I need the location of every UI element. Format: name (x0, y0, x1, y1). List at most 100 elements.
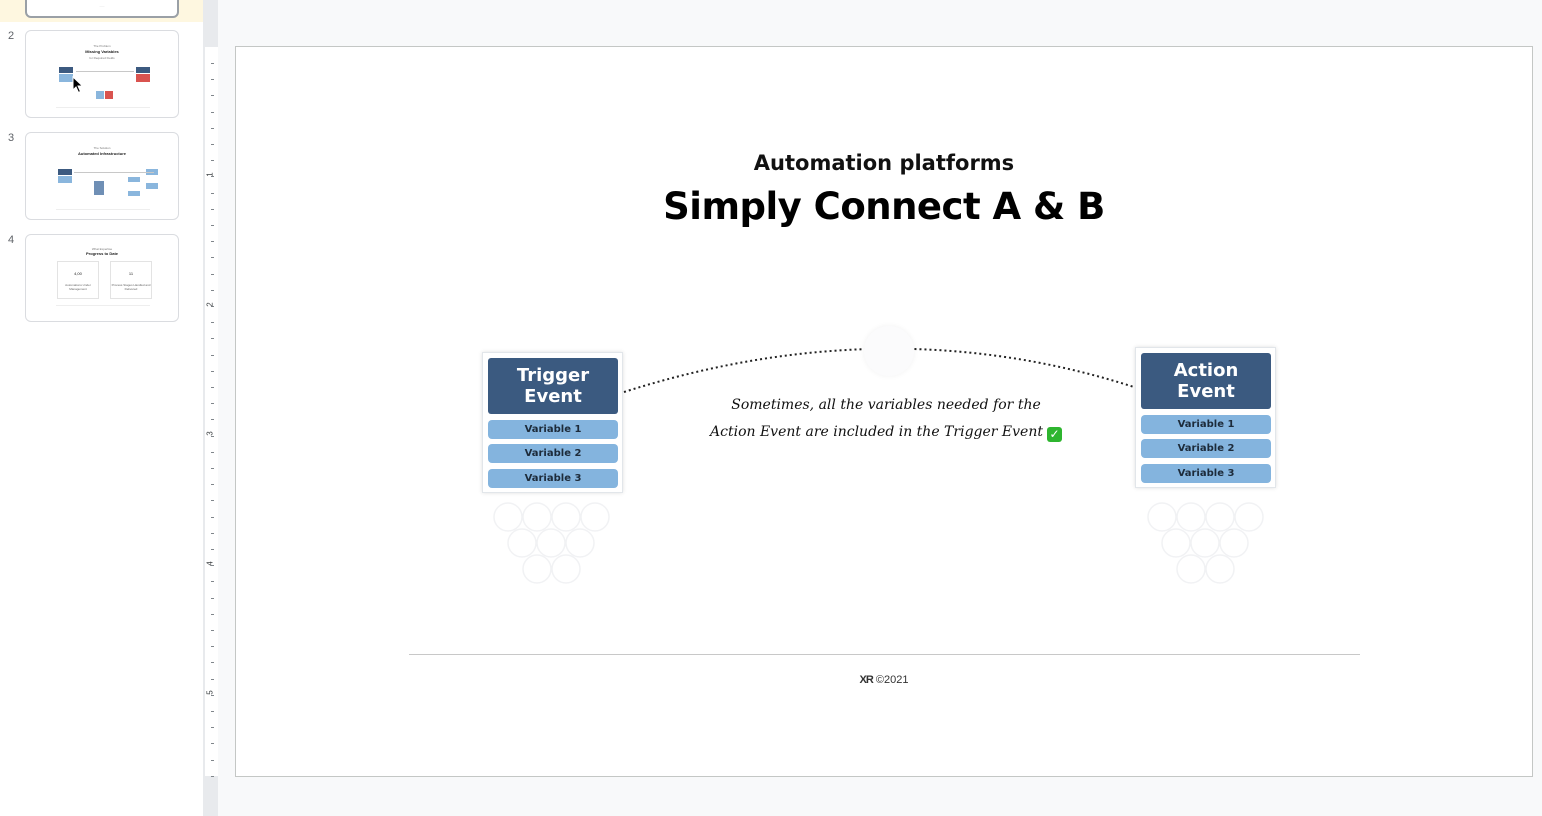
filmstrip-slide-3[interactable]: 3 The Solution Automated Infrastructure (0, 132, 203, 224)
thumb3-center-stack (94, 181, 104, 195)
thumb2-action-box (136, 67, 150, 73)
thumb3-trigger-box (58, 169, 72, 175)
thumb4-stat1-label: Automations Under Management (65, 283, 91, 291)
ruler-tick (211, 274, 214, 275)
ruler-tick (211, 646, 214, 647)
dotted-arc-connector[interactable] (236, 47, 1532, 776)
slide-thumbnail-1[interactable]: ····· (25, 0, 179, 18)
action-variable-3: Variable 3 (1141, 464, 1271, 483)
hexagon-pattern-right (1147, 502, 1264, 584)
ruler-tick (211, 371, 214, 372)
thumb3-kicker: The Solution (93, 146, 111, 150)
action-title-line1: Action (1173, 360, 1239, 381)
ruler-tick (211, 598, 214, 599)
ruler-tick (211, 63, 214, 64)
check-mark-icon: ✓ (1046, 427, 1062, 442)
ruler-tick (211, 306, 214, 307)
slide-thumbnail-2[interactable]: The Problem Missing Variables for Requir… (25, 30, 179, 118)
ruler-tick (211, 468, 214, 469)
ruler-tick (211, 549, 214, 550)
thumb4-footer-line (56, 305, 150, 306)
ruler-tick (211, 387, 214, 388)
trigger-event-header: Trigger Event (488, 358, 618, 414)
ruler-tick (211, 565, 214, 566)
center-node-circle[interactable] (864, 326, 914, 376)
footer-copyright: ©2021 (875, 674, 909, 686)
ruler-tick (211, 452, 214, 453)
thumb3-out-box-1 (128, 177, 140, 182)
thumb3-out-box-2 (128, 191, 140, 196)
mouse-cursor-icon (72, 76, 84, 94)
caption-line-2: Action Event are included in the Trigger… (710, 424, 1043, 440)
thumb4-stat-card-2: 11 Process Stages Handled and Delivered (110, 261, 152, 299)
ruler-tick (211, 290, 214, 291)
slide-number-3: 3 (8, 132, 15, 144)
thumb2-connector (76, 71, 134, 72)
caption-text[interactable]: Sometimes, all the variables needed for … (676, 392, 1096, 446)
footer-divider (409, 654, 1360, 655)
ruler-tick (211, 355, 214, 356)
thumb4-stat1-value: 4,00 (74, 271, 82, 276)
ruler-tick (211, 322, 214, 323)
slide-footer[interactable]: XR ©2021 (236, 674, 1532, 686)
ruler-tick (211, 776, 214, 777)
ruler-tick (211, 112, 214, 113)
ruler-tick (211, 241, 214, 242)
filmstrip-slide-4[interactable]: 4 What Expertise Progress to Date 4,00 A… (0, 234, 203, 326)
slide-thumbnail-4[interactable]: What Expertise Progress to Date 4,00 Aut… (25, 234, 179, 322)
thumb4-stat-card-1: 4,00 Automations Under Management (57, 261, 99, 299)
thumb4-stat2-value: 11 (128, 271, 134, 276)
ruler-tick (211, 257, 214, 258)
thumb3-title: Automated Infrastructure (77, 151, 126, 156)
slide-filmstrip: ····· 2 The Problem Missing Variables fo… (0, 0, 203, 816)
hexagon-pattern-left (493, 502, 610, 584)
ruler-tick (211, 225, 214, 226)
slide-number-2: 2 (8, 30, 15, 42)
ruler-tick (211, 500, 214, 501)
ruler-tick (211, 144, 214, 145)
thumb2-trigger-box (59, 67, 73, 73)
ruler-label-4: 4 (205, 561, 215, 566)
ruler-tick (211, 436, 214, 437)
slide-number-4: 4 (8, 234, 15, 246)
trigger-title-line2: Event (524, 386, 582, 407)
caption-line-1: Sometimes, all the variables needed for … (731, 397, 1041, 413)
thumb2-subtitle: for Required Fields (89, 56, 115, 60)
ruler-tick (211, 403, 214, 404)
slide-canvas[interactable]: Automation platforms Simply Connect A & … (235, 46, 1533, 777)
ruler-tick (211, 209, 214, 210)
ruler-tick (211, 484, 214, 485)
filmstrip-slide-2[interactable]: 2 The Problem Missing Variables for Requ… (0, 30, 203, 122)
action-title-line2: Event (1177, 381, 1235, 402)
ruler-tick (211, 630, 214, 631)
slide-subtitle[interactable]: Automation platforms (753, 151, 1015, 175)
vertical-ruler[interactable]: 1 2 3 4 5 (203, 0, 218, 816)
action-event-card[interactable]: Action Event Variable 1 Variable 2 Varia… (1135, 347, 1276, 488)
ruler-tick (211, 743, 214, 744)
thumb4-kicker: What Expertise (91, 247, 113, 251)
action-variable-1: Variable 1 (1141, 415, 1271, 434)
filmstrip-slide-1[interactable]: ····· (0, 0, 203, 22)
thumb2-mid-box-1 (96, 91, 104, 99)
ruler-tick (211, 533, 214, 534)
ruler-tick (211, 760, 214, 761)
ruler-tick (211, 176, 214, 177)
ruler-tick (211, 193, 214, 194)
thumb3-out-box-4 (146, 183, 158, 189)
footer-logo: XR (859, 674, 874, 686)
ruler-tick (211, 160, 214, 161)
trigger-title-line1: Trigger (516, 365, 590, 386)
ruler-tick (211, 695, 214, 696)
thumb2-action-vars (136, 74, 150, 82)
trigger-event-card[interactable]: Trigger Event Variable 1 Variable 2 Vari… (482, 352, 623, 493)
slide-title[interactable]: Simply Connect A & B (663, 185, 1105, 228)
ruler-tick (211, 517, 214, 518)
trigger-variable-2: Variable 2 (488, 444, 618, 463)
ruler-tick (211, 727, 214, 728)
thumb3-footer-line (56, 209, 150, 210)
ruler-track (205, 47, 218, 776)
ruler-tick (211, 662, 214, 663)
trigger-variable-1: Variable 1 (488, 420, 618, 439)
ruler-tick (211, 614, 214, 615)
slide-thumbnail-3[interactable]: The Solution Automated Infrastructure (25, 132, 179, 220)
